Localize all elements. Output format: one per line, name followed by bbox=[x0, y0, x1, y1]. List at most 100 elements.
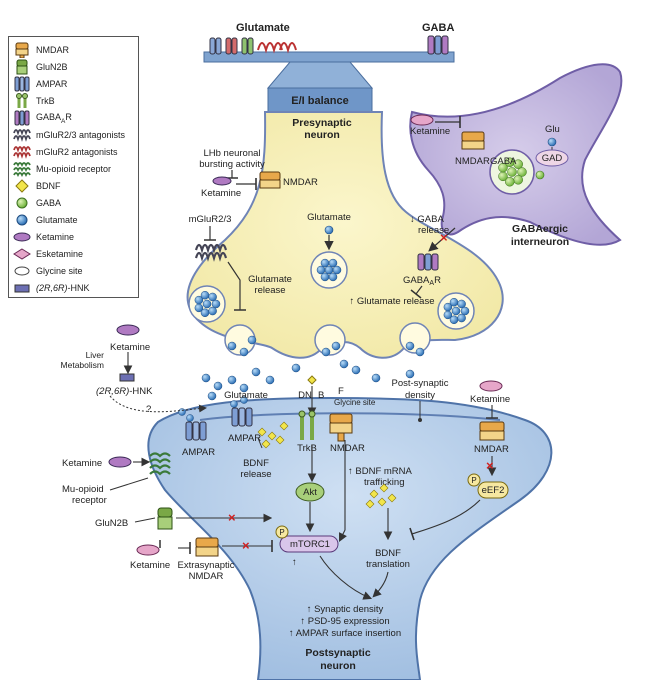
glutamate-dot bbox=[324, 265, 334, 275]
cleft-dn-label: DN bbox=[298, 390, 312, 401]
glutamate-dot bbox=[291, 363, 301, 373]
esketamine-icon bbox=[13, 246, 31, 262]
inter-gad-label: GAD bbox=[542, 153, 563, 164]
mglur-label: mGluR2/3 bbox=[189, 214, 232, 225]
phospho-eef2-icon bbox=[467, 473, 481, 487]
legend-label: GluN2B bbox=[36, 62, 68, 72]
eef2-label: eEF2 bbox=[482, 485, 505, 496]
glutamate-drop-icon bbox=[324, 225, 334, 235]
glutamate-dot bbox=[178, 408, 186, 416]
hnk-cleft-icon bbox=[119, 373, 135, 382]
eef2-p-label: P bbox=[471, 476, 476, 485]
glycine-site-label: Glycine site bbox=[334, 398, 376, 407]
glutamate-dot bbox=[200, 308, 210, 318]
vesicle-fusing-2 bbox=[314, 324, 346, 356]
akt-node bbox=[295, 482, 325, 502]
bdnf-diamond bbox=[365, 499, 375, 509]
outcome-2: ↑ PSD-95 expression bbox=[300, 616, 389, 627]
gad-enzyme bbox=[535, 149, 569, 167]
glutamate-dot bbox=[207, 391, 217, 401]
bdnf-mrna-1: ↑ BDNF mRNA bbox=[348, 466, 413, 477]
glutamate-dot bbox=[328, 258, 338, 268]
mtorc1-up: ↑ bbox=[292, 557, 297, 568]
glutamate-dot bbox=[457, 313, 466, 323]
legend-label: BDNF bbox=[36, 181, 61, 191]
mtorc1-label: mTORC1 bbox=[290, 539, 330, 550]
bdnf-mrna-diamonds bbox=[365, 483, 397, 509]
legend-label: GABAAR bbox=[36, 111, 72, 125]
bdnf-diamond bbox=[257, 427, 267, 437]
block-x-glun2b: × bbox=[228, 510, 236, 525]
legend-label: NMDAR bbox=[36, 45, 69, 55]
glutamate-dot bbox=[332, 265, 342, 275]
bdnf-release-diamonds bbox=[257, 421, 289, 449]
bdnf-diamond bbox=[379, 483, 389, 493]
glutamate-dot bbox=[213, 381, 223, 391]
legend-label: Glycine site bbox=[36, 266, 83, 276]
cleft-glutamate-label: Glutamate bbox=[224, 390, 268, 401]
eef2-node bbox=[477, 481, 509, 499]
esketamine-inter-icon bbox=[410, 114, 434, 126]
bdnf-trans-2: translation bbox=[366, 559, 410, 570]
ampar-left-icon bbox=[185, 421, 207, 441]
glutamate-dot bbox=[202, 299, 212, 309]
ei-balance-label: E/I balance bbox=[291, 95, 348, 107]
glutamate-dot bbox=[405, 369, 415, 379]
glutamate-dot bbox=[251, 367, 261, 377]
cleft-ketamine-label: Ketamine bbox=[110, 342, 150, 353]
glutamate-dot bbox=[460, 306, 470, 316]
ketamine-pre-label: Ketamine bbox=[201, 188, 241, 199]
gaba-dot bbox=[513, 175, 523, 185]
glutamate-dot bbox=[201, 373, 211, 383]
presynaptic-title-2: neuron bbox=[304, 129, 340, 141]
ampar-icon bbox=[13, 76, 31, 92]
lhb-label-2: bursting activity bbox=[199, 159, 265, 170]
glu-release-1: Glutamate bbox=[248, 274, 292, 285]
legend-label: AMPAR bbox=[36, 79, 68, 89]
post-title-1: Postsynaptic bbox=[305, 647, 371, 659]
glutamate-dot bbox=[194, 295, 204, 305]
lhb-label-1: LHb neuronal bbox=[203, 148, 260, 159]
glutamate-dot bbox=[208, 292, 217, 302]
post-density-2: density bbox=[405, 390, 435, 401]
gabaar-pre-icon bbox=[417, 253, 439, 271]
legend-item: Ketamine bbox=[13, 228, 74, 246]
gabaar-pre-label: GABAAR bbox=[403, 275, 441, 287]
nmdar-inter-icon bbox=[461, 131, 485, 150]
vesicle-fusing-3 bbox=[399, 322, 431, 354]
post-synaptic-density-line bbox=[199, 412, 501, 421]
mglur23-icon bbox=[13, 127, 31, 143]
legend-label: Glutamate bbox=[36, 215, 78, 225]
glutamate-dot bbox=[240, 396, 248, 404]
outcome-3: ↑ AMPAR surface insertion bbox=[289, 628, 401, 639]
block-x-gaba: × bbox=[440, 230, 448, 245]
gaba-dot bbox=[507, 167, 517, 177]
mu-label-2: receptor bbox=[72, 495, 107, 506]
presynaptic-title-1: Presynaptic bbox=[292, 117, 352, 129]
ketamine-mu-icon bbox=[108, 456, 132, 468]
bdnf-diamond bbox=[267, 431, 277, 441]
glutamate-dot bbox=[328, 272, 338, 282]
hnk-cleft-label: (2R,6R)-HNK bbox=[96, 386, 153, 397]
inter-glu-label: Glu bbox=[545, 124, 560, 135]
mglur23-pre-icon bbox=[194, 243, 228, 262]
glutamate-dot bbox=[443, 310, 453, 320]
legend-label: GABA bbox=[36, 198, 62, 208]
block-x-extra: × bbox=[242, 538, 250, 553]
glutamate-dot bbox=[405, 341, 415, 351]
bdnf-diamond bbox=[261, 439, 271, 449]
ketamine-pre-icon bbox=[212, 176, 232, 186]
glu-release-2: release bbox=[254, 285, 285, 296]
bdnf-icon bbox=[13, 178, 31, 194]
legend-label: Mu-opioid receptor bbox=[36, 164, 112, 174]
glutamate-dot bbox=[321, 347, 331, 357]
legend-item: mGluR2/3 antagonists bbox=[13, 126, 125, 144]
glutamate-receptor-cluster-icon bbox=[209, 37, 297, 55]
legend-item: BDNF bbox=[13, 177, 61, 195]
nmdar-icon bbox=[13, 42, 31, 58]
legend-item: (2R,6R)-HNK bbox=[13, 279, 90, 297]
trkb-label: TrkB bbox=[297, 443, 317, 454]
glutamate-dot bbox=[457, 299, 466, 309]
legend-label: mGluR2 antagonists bbox=[36, 147, 118, 157]
bdnf-diamond bbox=[377, 497, 387, 507]
